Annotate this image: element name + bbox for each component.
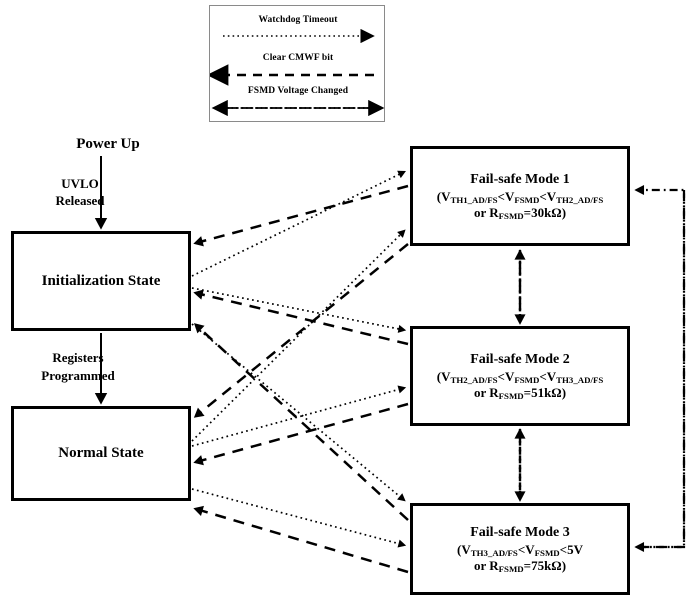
- transition-legend: Watchdog Timeout Clear CMWF bit: [209, 5, 385, 122]
- arrow-watchdog-init-to-mode2: [191, 287, 407, 333]
- arrow-clearcmwf-mode2-to-init: [193, 289, 409, 346]
- state-resistor-failsafe-2: or RFSMD=51kΩ): [473, 384, 567, 402]
- state-resistor-failsafe-1: or RFSMD=30kΩ): [473, 204, 567, 222]
- arrow-clearcmwf-mode1-to-normal: [193, 243, 409, 418]
- arrow-clearcmwf-mode1-to-init: [193, 184, 409, 247]
- state-title-failsafe-3: Fail-safe Mode 3: [470, 525, 570, 540]
- state-label-initialization: Initialization State: [41, 272, 161, 289]
- legend-line-fsmd-voltage-icon: [211, 99, 385, 117]
- arrow-clearcmwf-mode3-to-init: [193, 323, 409, 521]
- state-resistor-failsafe-3: or RFSMD=75kΩ): [473, 557, 567, 575]
- state-title-failsafe-2: Fail-safe Mode 2: [470, 352, 570, 367]
- arrow-clearcmwf-mode2-to-normal: [193, 402, 409, 466]
- state-label-normal: Normal State: [58, 445, 144, 462]
- arrow-watchdog-normal-to-mode2: [191, 385, 407, 447]
- state-box-normal[interactable]: Normal State: [11, 406, 191, 501]
- arrow-watchdog-init-to-mode3: [191, 323, 406, 502]
- state-condition-failsafe-3: (VTH3_AD/FS<VFSMD<5V: [457, 541, 583, 558]
- arrow-watchdog-normal-to-mode1: [191, 229, 406, 442]
- arrow-fsmd-mode3-to-mode1: [634, 184, 686, 549]
- state-condition-failsafe-1: (VTH1_AD/FS<VFSMD<VTH2_AD/FS: [436, 188, 604, 205]
- legend-row-watchdog: Watchdog Timeout: [210, 8, 386, 47]
- state-box-failsafe-mode-1[interactable]: Fail-safe Mode 1 (VTH1_AD/FS<VFSMD<VTH2_…: [410, 146, 630, 246]
- uvlo-released-label-line2: Released: [55, 193, 105, 208]
- arrow-watchdog-init-to-mode1: [191, 170, 406, 277]
- registers-programmed-label-line2: Programmed: [41, 368, 115, 383]
- state-title-failsafe-1: Fail-safe Mode 1: [470, 172, 570, 187]
- state-box-failsafe-mode-3[interactable]: Fail-safe Mode 3 (VTH3_AD/FS<VFSMD<5V or…: [410, 503, 630, 595]
- legend-label-clear-cmwf: Clear CMWF bit: [262, 53, 334, 63]
- registers-programmed-label-line1: Registers: [52, 350, 104, 365]
- legend-row-fsmd-voltage: FSMD Voltage Changed: [210, 84, 386, 123]
- state-box-initialization[interactable]: Initialization State: [11, 231, 191, 331]
- legend-row-clear-cmwf: Clear CMWF bit: [210, 47, 386, 86]
- legend-label-watchdog: Watchdog Timeout: [258, 15, 338, 25]
- arrow-fsmd-mode1-to-mode3: [634, 190, 686, 553]
- state-box-failsafe-mode-2[interactable]: Fail-safe Mode 2 (VTH2_AD/FS<VFSMD<VTH3_…: [410, 326, 630, 426]
- legend-line-watchdog-icon: [223, 28, 375, 44]
- uvlo-released-label-line1: UVLO: [61, 176, 99, 191]
- power-up-label: Power Up: [76, 136, 140, 152]
- legend-line-clear-cmwf-icon: [210, 64, 374, 86]
- state-condition-failsafe-2: (VTH2_AD/FS<VFSMD<VTH3_AD/FS: [436, 368, 604, 385]
- arrow-watchdog-normal-to-mode3: [191, 488, 407, 548]
- legend-label-fsmd-voltage: FSMD Voltage Changed: [247, 86, 349, 96]
